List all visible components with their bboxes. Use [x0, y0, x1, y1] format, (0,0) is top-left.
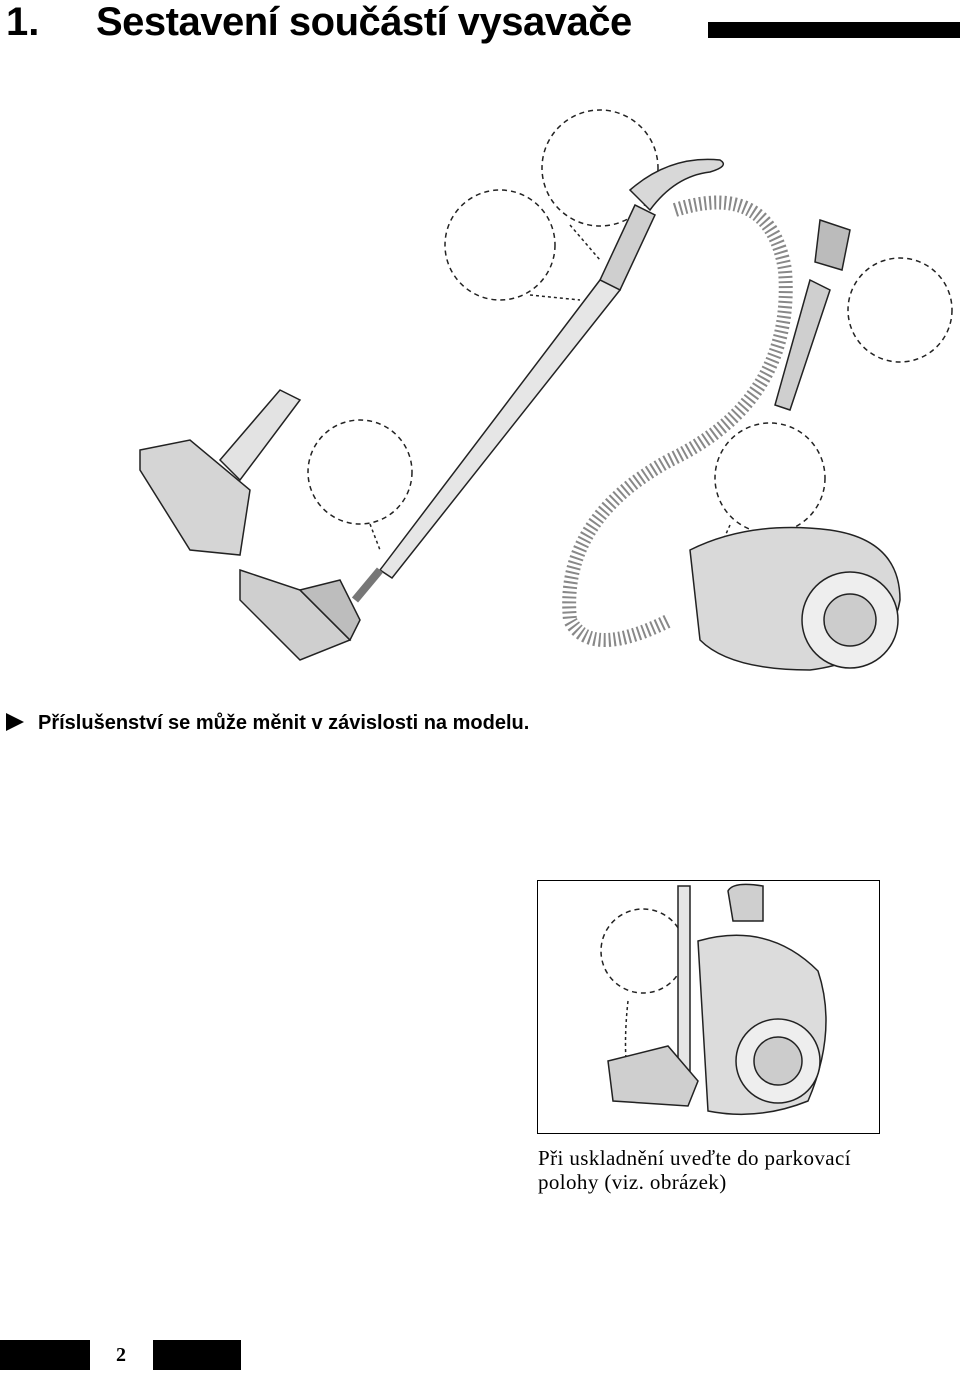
- vacuum-assembly-illustration: [139, 109, 953, 671]
- page-title: Sestavení součástí vysavače: [96, 0, 632, 44]
- page-header: 1. Sestavení součástí vysavače: [0, 0, 960, 48]
- accessory-note-text: Příslušenství se může měnit v závislosti…: [38, 712, 530, 734]
- footer-bar-right: [153, 1340, 241, 1370]
- detail-circle-handle: [541, 109, 659, 227]
- storage-caption-line2: polohy (viz. obrázek): [538, 1170, 727, 1194]
- triangle-right-icon: [6, 713, 24, 731]
- storage-caption: Při uskladnění uveďte do parkovací poloh…: [538, 1146, 938, 1194]
- detail-circle-parking: [600, 908, 686, 994]
- detail-circle-nozzle: [307, 419, 413, 525]
- footer-bar-left: [0, 1340, 90, 1370]
- detail-circle-pipe-join: [444, 189, 556, 301]
- header-bar: [708, 22, 960, 38]
- storage-illustration-frame: [537, 880, 880, 1134]
- section-number: 1.: [6, 0, 40, 44]
- detail-circle-hose-inlet: [714, 422, 826, 534]
- page-number: 2: [116, 1344, 126, 1366]
- storage-illustration: [600, 883, 827, 1116]
- accessory-note: Příslušenství se může měnit v závislosti…: [6, 712, 529, 735]
- storage-caption-line1: Při uskladnění uveďte do parkovací: [538, 1146, 851, 1170]
- detail-circle-tool-clip: [847, 257, 953, 363]
